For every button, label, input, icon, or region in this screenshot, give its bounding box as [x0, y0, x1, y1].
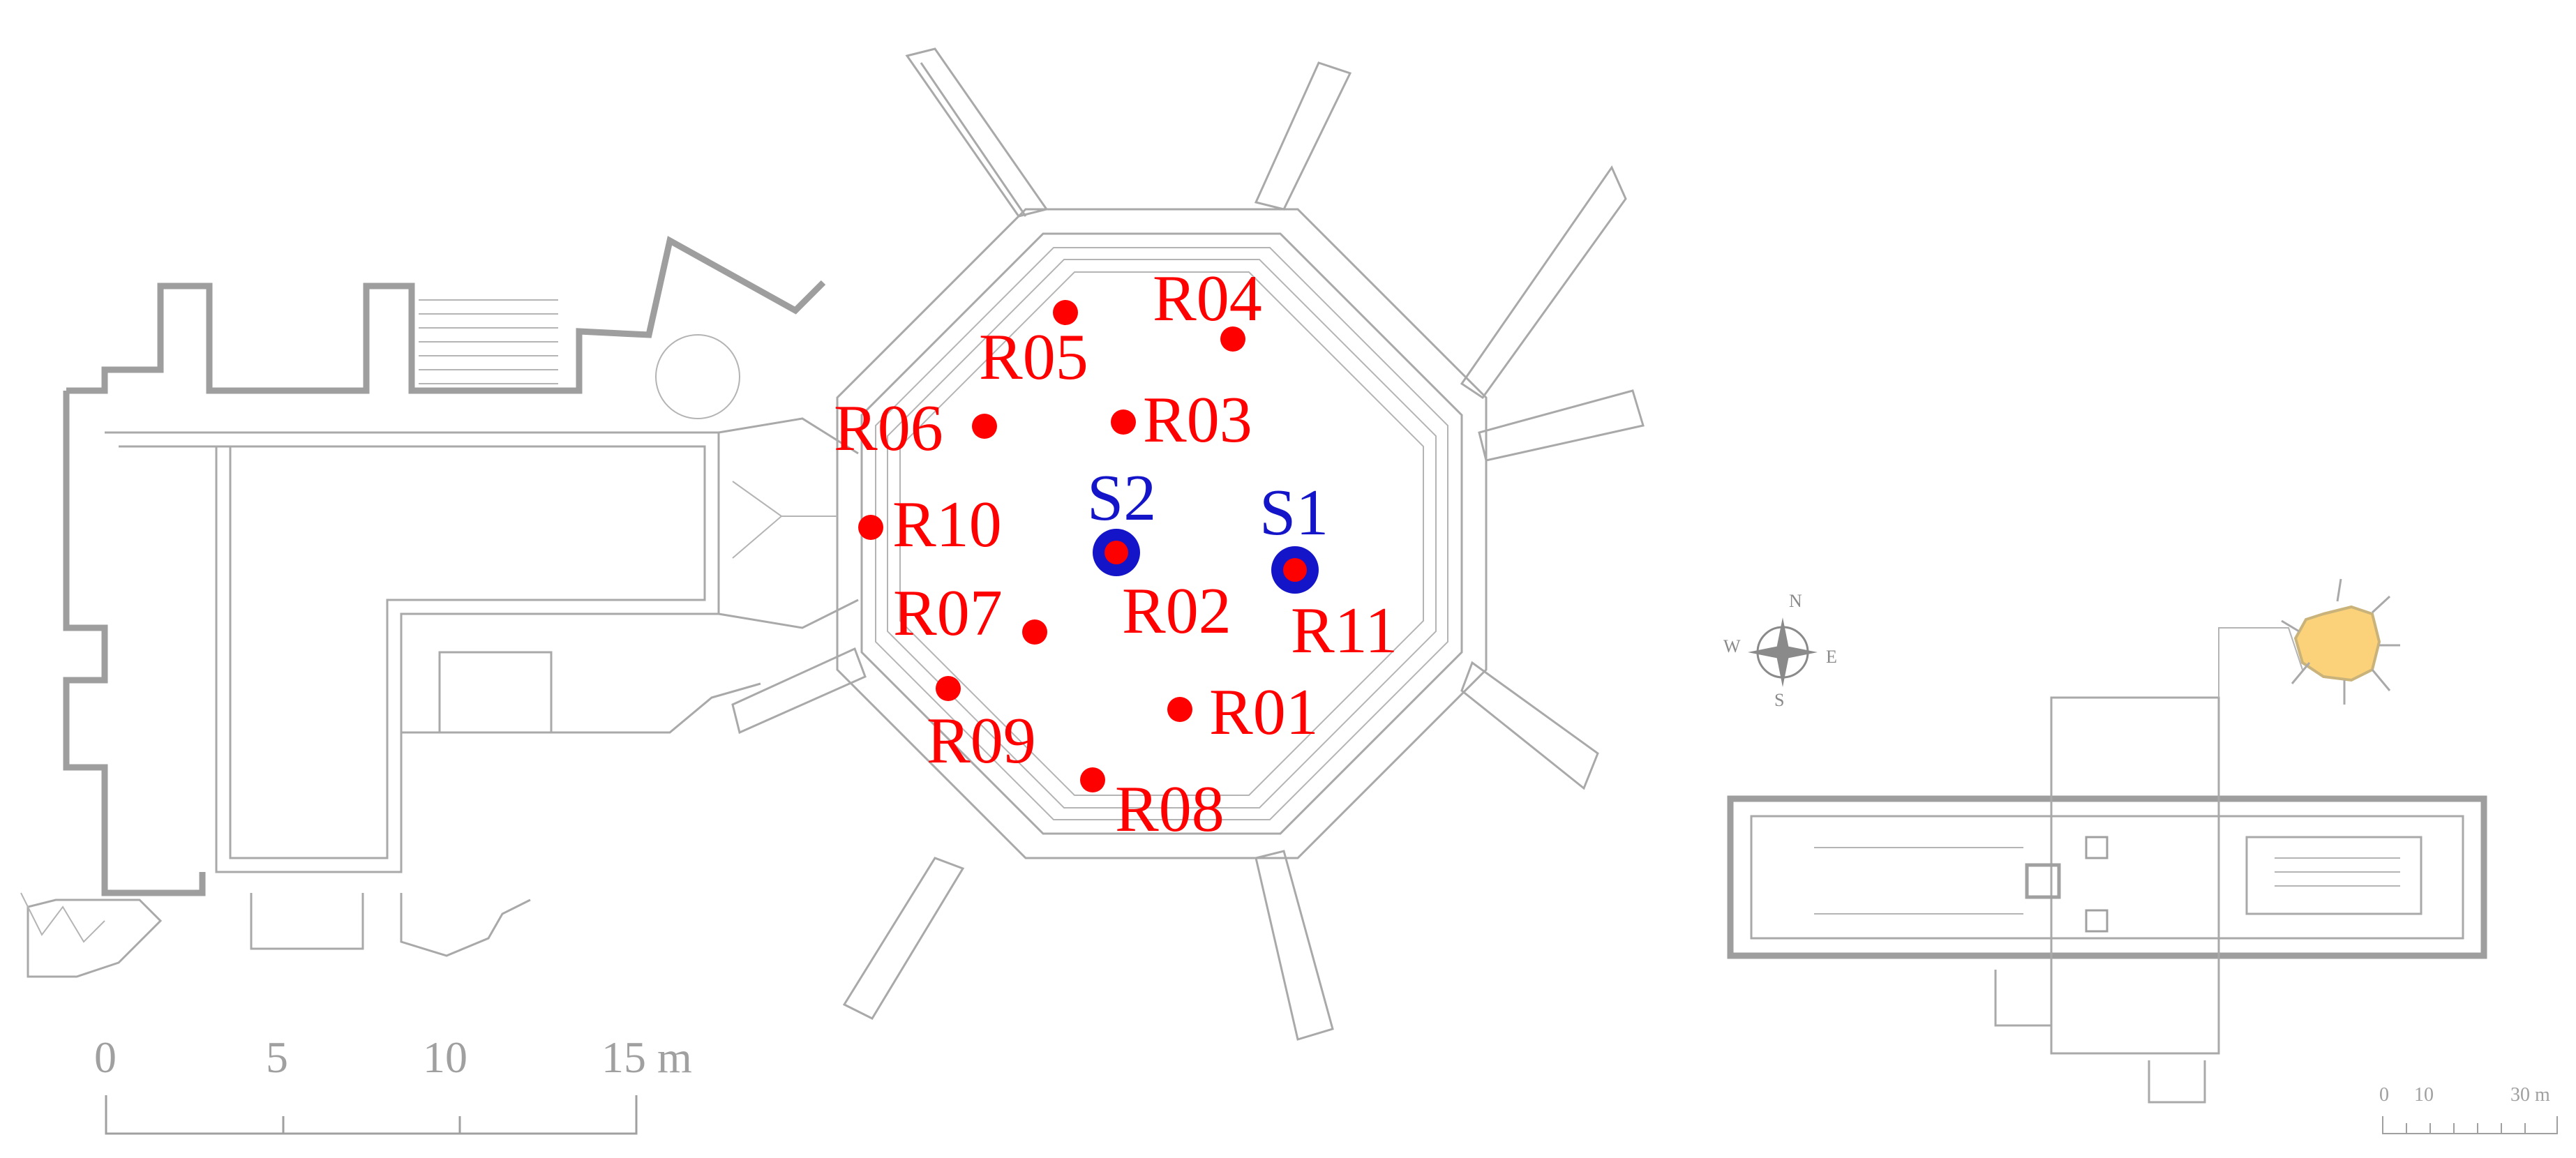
- svg-text:R11: R11: [1291, 594, 1398, 667]
- scale-bar: 0 5 10 15 m: [94, 1032, 692, 1135]
- svg-text:R06: R06: [834, 392, 943, 465]
- svg-text:S1: S1: [1259, 476, 1328, 549]
- chapter-house-plan: [655, 47, 1645, 1041]
- svg-text:0: 0: [2379, 1084, 2389, 1106]
- svg-text:R01: R01: [1209, 676, 1319, 749]
- overview-scale-bar: 0 10 30 m: [2379, 1084, 2558, 1134]
- svg-text:R09: R09: [927, 705, 1036, 777]
- svg-text:10: 10: [423, 1032, 467, 1082]
- svg-text:0: 0: [94, 1032, 117, 1082]
- svg-text:R08: R08: [1115, 773, 1225, 845]
- svg-text:R03: R03: [1143, 384, 1252, 456]
- svg-text:W: W: [1723, 636, 1741, 656]
- svg-text:5: 5: [266, 1032, 288, 1082]
- svg-text:S2: S2: [1087, 462, 1156, 534]
- svg-text:R05: R05: [979, 321, 1088, 393]
- vestibule-plan: [20, 236, 826, 978]
- receiver-r06: R06: [834, 392, 997, 465]
- receiver-r04: R04: [1153, 262, 1262, 352]
- svg-text:S: S: [1774, 690, 1784, 710]
- compass-rose-icon: N E S W: [1723, 591, 1837, 710]
- receiver-r11: R11: [1291, 594, 1398, 667]
- svg-text:30 m: 30 m: [2510, 1084, 2550, 1106]
- receiver-r01: R01: [1167, 676, 1319, 749]
- svg-text:R02: R02: [1122, 575, 1231, 647]
- receiver-r10: R10: [858, 488, 1002, 561]
- svg-text:R10: R10: [892, 488, 1002, 561]
- svg-text:N: N: [1789, 591, 1802, 611]
- source-s1: S1: [1259, 476, 1328, 594]
- receivers: R01 R02 R03 R04 R05 R06 R07 R08: [834, 262, 1398, 845]
- receiver-r09: R09: [927, 676, 1036, 777]
- receiver-r07: R07: [893, 577, 1047, 649]
- svg-text:E: E: [1826, 647, 1837, 667]
- svg-text:R04: R04: [1153, 262, 1262, 335]
- svg-text:15 m: 15 m: [601, 1032, 692, 1082]
- receiver-r03: R03: [1111, 384, 1252, 456]
- sources: S1 S2: [1087, 462, 1328, 594]
- overview-plan: [1727, 578, 2487, 1104]
- receiver-r08: R08: [1080, 767, 1225, 845]
- svg-text:10: 10: [2414, 1084, 2434, 1106]
- receiver-r02: R02: [1122, 575, 1231, 647]
- svg-text:R07: R07: [893, 577, 1003, 649]
- receiver-r05: R05: [979, 300, 1088, 393]
- source-s2: S2: [1087, 462, 1156, 576]
